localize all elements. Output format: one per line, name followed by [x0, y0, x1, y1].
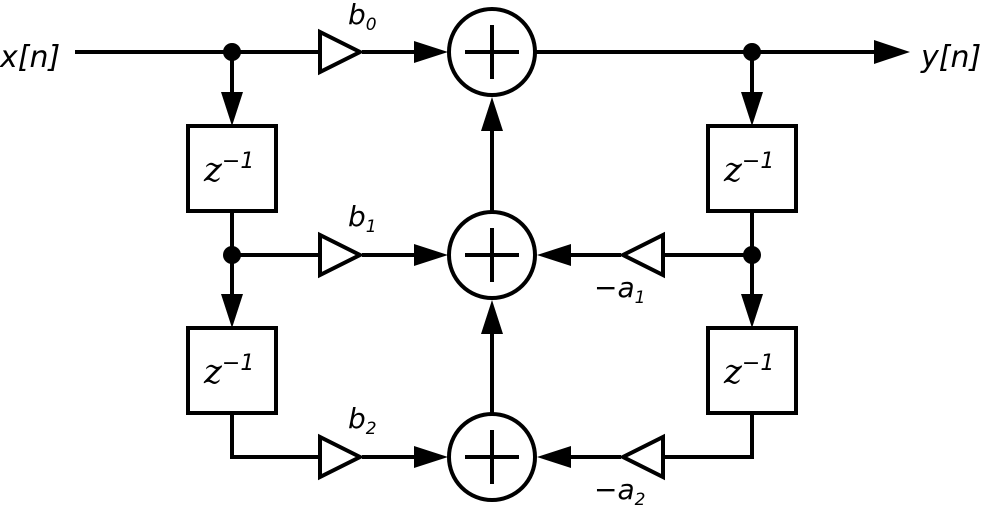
gain-b2	[318, 433, 365, 481]
delay-block-right-1: z−1	[706, 124, 798, 213]
delay-symbol: z	[203, 352, 223, 392]
junction-left-tap1	[223, 246, 241, 264]
gain-a1	[618, 231, 665, 279]
left-tap2-wire	[230, 413, 318, 459]
gain-blocks	[318, 28, 665, 481]
arrow-up-to-sum1	[481, 97, 503, 131]
arrow-from-a1	[537, 244, 571, 266]
junction-input	[223, 43, 241, 61]
right-tap2-wire	[665, 413, 754, 459]
output-signal-label: y[n]	[920, 40, 981, 75]
arrow-right-delay2	[741, 294, 763, 328]
delay-exponent: −1	[222, 351, 254, 376]
arrow-up-to-sum2	[481, 300, 503, 334]
gain-b1	[318, 231, 365, 279]
svg-text:z−1: z−1	[203, 149, 254, 190]
arrow-to-sum3	[414, 446, 448, 468]
junction-dots	[223, 43, 761, 264]
delay-symbol: z	[203, 150, 223, 190]
coef-a1-label: −a1	[594, 271, 645, 308]
gain-b0	[318, 28, 365, 76]
coef-b2-label: b2	[348, 402, 377, 439]
delay-block-left-2: z−1	[186, 326, 278, 415]
delay-exponent: −1	[222, 149, 254, 174]
delay-exponent: −1	[742, 351, 774, 376]
adder-2	[447, 210, 537, 300]
svg-text:z−1: z−1	[723, 351, 774, 392]
svg-text:z−1: z−1	[723, 149, 774, 190]
arrow-to-sum2	[414, 244, 448, 266]
arrow-from-a2	[537, 446, 571, 468]
arrowheads	[221, 40, 910, 468]
arrow-left-delay1	[221, 92, 243, 126]
adder-3	[447, 412, 537, 502]
junction-right-tap1	[743, 246, 761, 264]
input-signal-label: x[n]	[0, 40, 60, 75]
arrow-output	[874, 40, 910, 64]
coef-b0-label: b0	[348, 0, 377, 35]
coef-b1-label: b1	[348, 200, 377, 237]
arrow-to-sum1	[414, 41, 448, 63]
adder-1	[447, 7, 537, 97]
svg-text:z−1: z−1	[203, 351, 254, 392]
delay-exponent: −1	[742, 149, 774, 174]
junction-output	[743, 43, 761, 61]
gain-a2	[618, 433, 665, 481]
delay-symbol: z	[723, 150, 743, 190]
coef-a2-label: −a2	[594, 473, 645, 506]
arrow-left-delay2	[221, 294, 243, 328]
delay-block-left-1: z−1	[186, 124, 278, 213]
delay-block-right-2: z−1	[706, 326, 798, 415]
delay-symbol: z	[723, 352, 743, 392]
arrow-right-delay1	[741, 92, 763, 126]
